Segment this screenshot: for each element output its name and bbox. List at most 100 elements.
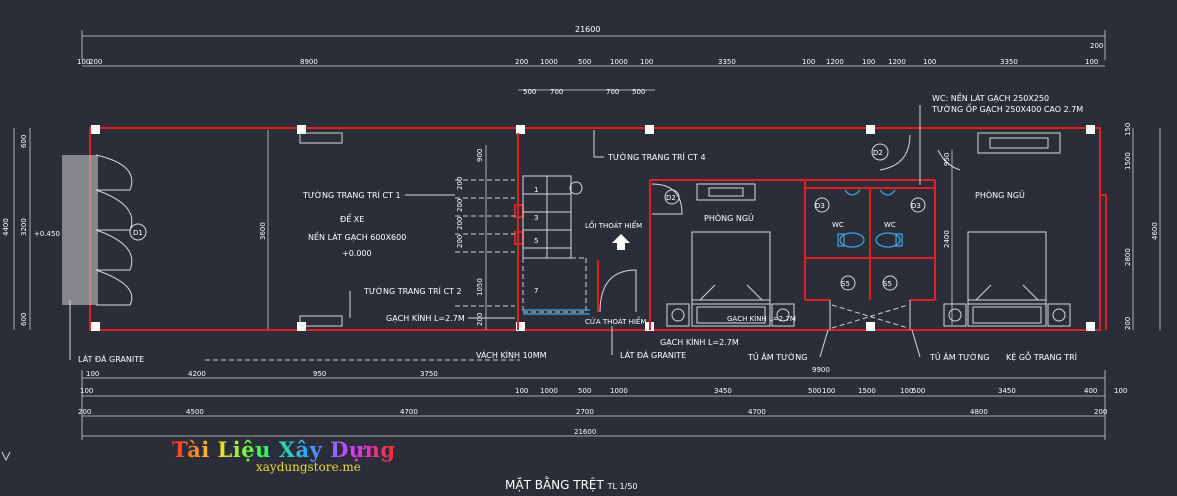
- dim-top-15: 100: [1085, 58, 1098, 66]
- dim-top-13: 100: [923, 58, 936, 66]
- dim-b3-0: 200: [78, 408, 91, 416]
- dim-top-12: 1200: [888, 58, 906, 66]
- dim-top-sub-2: 700: [606, 88, 619, 96]
- dim-stair-2: 200: [456, 199, 464, 212]
- bedroom-1-label: PHÒNG NGỦ: [704, 212, 754, 223]
- bedroom-1: D2 PHÒNG NGỦ GẠCH KÍNH L=2.7M: [651, 183, 796, 327]
- dim-right-0: 150: [1124, 123, 1132, 136]
- dim-b3-6: 200: [1094, 408, 1107, 416]
- dim-b2-8: 3450: [714, 387, 732, 395]
- dim-stair-1: 200: [456, 177, 464, 190]
- dim-b2-15: 400: [1084, 387, 1097, 395]
- dimension-overall-top: 21600: [81, 25, 1106, 60]
- sheet-title: MẶT BẰNG TRỆT TL 1/50: [505, 478, 638, 492]
- dim-top-6: 1000: [610, 58, 628, 66]
- entrance-zone: D1 +0.450: [34, 154, 147, 306]
- wall-ct4-label: TƯỜNG TRANG TRÍ CT 4: [607, 151, 706, 162]
- dim-int-950: 950: [943, 153, 951, 166]
- dim-overall-top-text: 21600: [575, 25, 600, 34]
- granite-left-label: LÁT ĐÁ GRANITE: [78, 353, 144, 364]
- dim-top-sub-1: 700: [550, 88, 563, 96]
- dim-stair-5: 1050: [476, 278, 484, 296]
- dim-top-8: 3350: [718, 58, 736, 66]
- door-tag-d1: D1: [133, 229, 143, 237]
- annotations-bottom: LÁT ĐÁ GRANITE VÁCH KÍNH 10MM LÁT ĐÁ GRA…: [69, 300, 1078, 364]
- parking-label: ĐỂ XE: [340, 212, 364, 224]
- dim-b1-1: 4200: [188, 370, 206, 378]
- dim-top-10: 1200: [826, 58, 844, 66]
- dim-b2-7: 1000: [610, 387, 628, 395]
- dim-b2-9: 500: [808, 387, 821, 395]
- dim-top-1: 200: [89, 58, 102, 66]
- dim-stair-0: 900: [476, 149, 484, 162]
- dim-b2-14: 3450: [998, 387, 1016, 395]
- wc-zone: D3 D3 WC WC S5 S5 D2: [814, 134, 926, 291]
- dim-left-2: 3200: [20, 218, 28, 236]
- glass-partition-label: VÁCH KÍNH 10MM: [476, 349, 547, 360]
- ucs-marker: [1, 451, 11, 462]
- bedroom-2: PHÒNG NGỦ 950 2400: [937, 132, 1071, 327]
- watermark-title: Tài Liệu Xây Dựng: [172, 437, 396, 462]
- dim-b2-5: 1000: [540, 387, 558, 395]
- door-tag-s5b: S5: [883, 280, 892, 288]
- door-tag-s5a: S5: [841, 280, 850, 288]
- dim-right-4: 200: [1124, 317, 1132, 330]
- watermark-subtitle: xaydungstore.me: [256, 460, 361, 474]
- wc-note-1: WC: NỀN LÁT GẠCH 250X250: [932, 91, 1049, 104]
- dim-b2-11: 1500: [858, 387, 876, 395]
- dimension-chain-right: 150 1500 2800 4600 200: [1124, 123, 1161, 330]
- door-tag-d2b: D2: [873, 149, 883, 157]
- dim-top-9: 100: [802, 58, 815, 66]
- dim-right-2: 2800: [1124, 248, 1132, 266]
- staircase: 1 3 5 7 900 200 200 200 200 1050 200: [455, 133, 590, 330]
- door-tag-d2a: D2: [666, 194, 676, 202]
- annotations-top: WC: NỀN LÁT GẠCH 250X250 TƯỜNG ỐP GẠCH 2…: [593, 91, 1083, 185]
- dim-top-3: 200: [515, 58, 528, 66]
- escape-route-label: LỐI THOÁT HIỂM: [585, 220, 642, 230]
- dim-overall-bottom: 21600: [574, 428, 596, 436]
- dim-left-0: 600: [20, 135, 28, 148]
- dim-right-1: 1500: [1124, 152, 1132, 170]
- dim-int-2400: 2400: [943, 230, 951, 248]
- level-exterior: +0.450: [34, 230, 60, 238]
- step-1: 1: [534, 186, 538, 194]
- dim-b1-2: 950: [313, 370, 326, 378]
- level-zero: +0.000: [342, 249, 372, 258]
- interior-walls: [649, 179, 936, 330]
- glass-brick-label-2: GẠCH KÍNH L=2.7M: [727, 314, 796, 323]
- dim-top-5: 500: [578, 58, 591, 66]
- dim-b2-10: 100: [822, 387, 835, 395]
- dim-left-3: 600: [20, 313, 28, 326]
- wc-2-label: WC: [884, 221, 896, 229]
- dim-stair-3: 200: [456, 217, 464, 230]
- glass-brick-label-1: GẠCH KÍNH L=2.7M: [386, 312, 465, 324]
- dimension-chain-bottom: 100 4200 950 3750 9900 100 100 1000 500 …: [78, 366, 1127, 440]
- door-tag-d3b: D3: [911, 202, 921, 210]
- dim-top-0: 100: [77, 58, 90, 66]
- dim-stair-6: 200: [476, 313, 484, 326]
- sheet-title-text: MẶT BẰNG TRỆT: [505, 478, 604, 492]
- dim-top-sub-0: 500: [523, 88, 536, 96]
- shelf-label: KỆ GỖ TRANG TRÍ: [1006, 350, 1078, 363]
- dim-top-7: 100: [640, 58, 653, 66]
- dim-b3-5: 4800: [970, 408, 988, 416]
- dim-top-16: 200: [1090, 42, 1103, 50]
- watermark-brand: Tài Liệu Xây Dựng xaydungstore.me: [172, 437, 396, 474]
- dim-top-4: 1000: [540, 58, 558, 66]
- dim-left-total: 4400: [2, 218, 10, 236]
- wardrobe-2-label: TỦ ÂM TƯỜNG: [929, 351, 989, 362]
- dimension-chain-top: 100 200 8900 200 1000 500 1000 100 3350 …: [77, 42, 1105, 96]
- dim-b2-6: 500: [578, 387, 591, 395]
- dim-b3-1: 4500: [186, 408, 204, 416]
- wc-1-label: WC: [832, 221, 844, 229]
- glass-brick-label-3: GẠCH KÍNH L=2.7M: [660, 336, 739, 348]
- dim-b3-2: 4700: [400, 408, 418, 416]
- dim-b2-4: 100: [515, 387, 528, 395]
- escape-route: LỐI THOÁT HIỂM CỬA THOÁT HIỂM: [585, 220, 646, 355]
- wc-note-2: TƯỜNG ỐP GẠCH 250X400 CAO 2.7M: [931, 102, 1083, 115]
- sheet-scale: TL 1/50: [607, 482, 638, 491]
- dim-b2-16: 100: [1114, 387, 1127, 395]
- parking-area: ĐỂ XE NỀN LÁT GẠCH 600X600 +0.000 TƯỜNG …: [299, 132, 515, 327]
- bedroom-2-label: PHÒNG NGỦ: [975, 189, 1025, 200]
